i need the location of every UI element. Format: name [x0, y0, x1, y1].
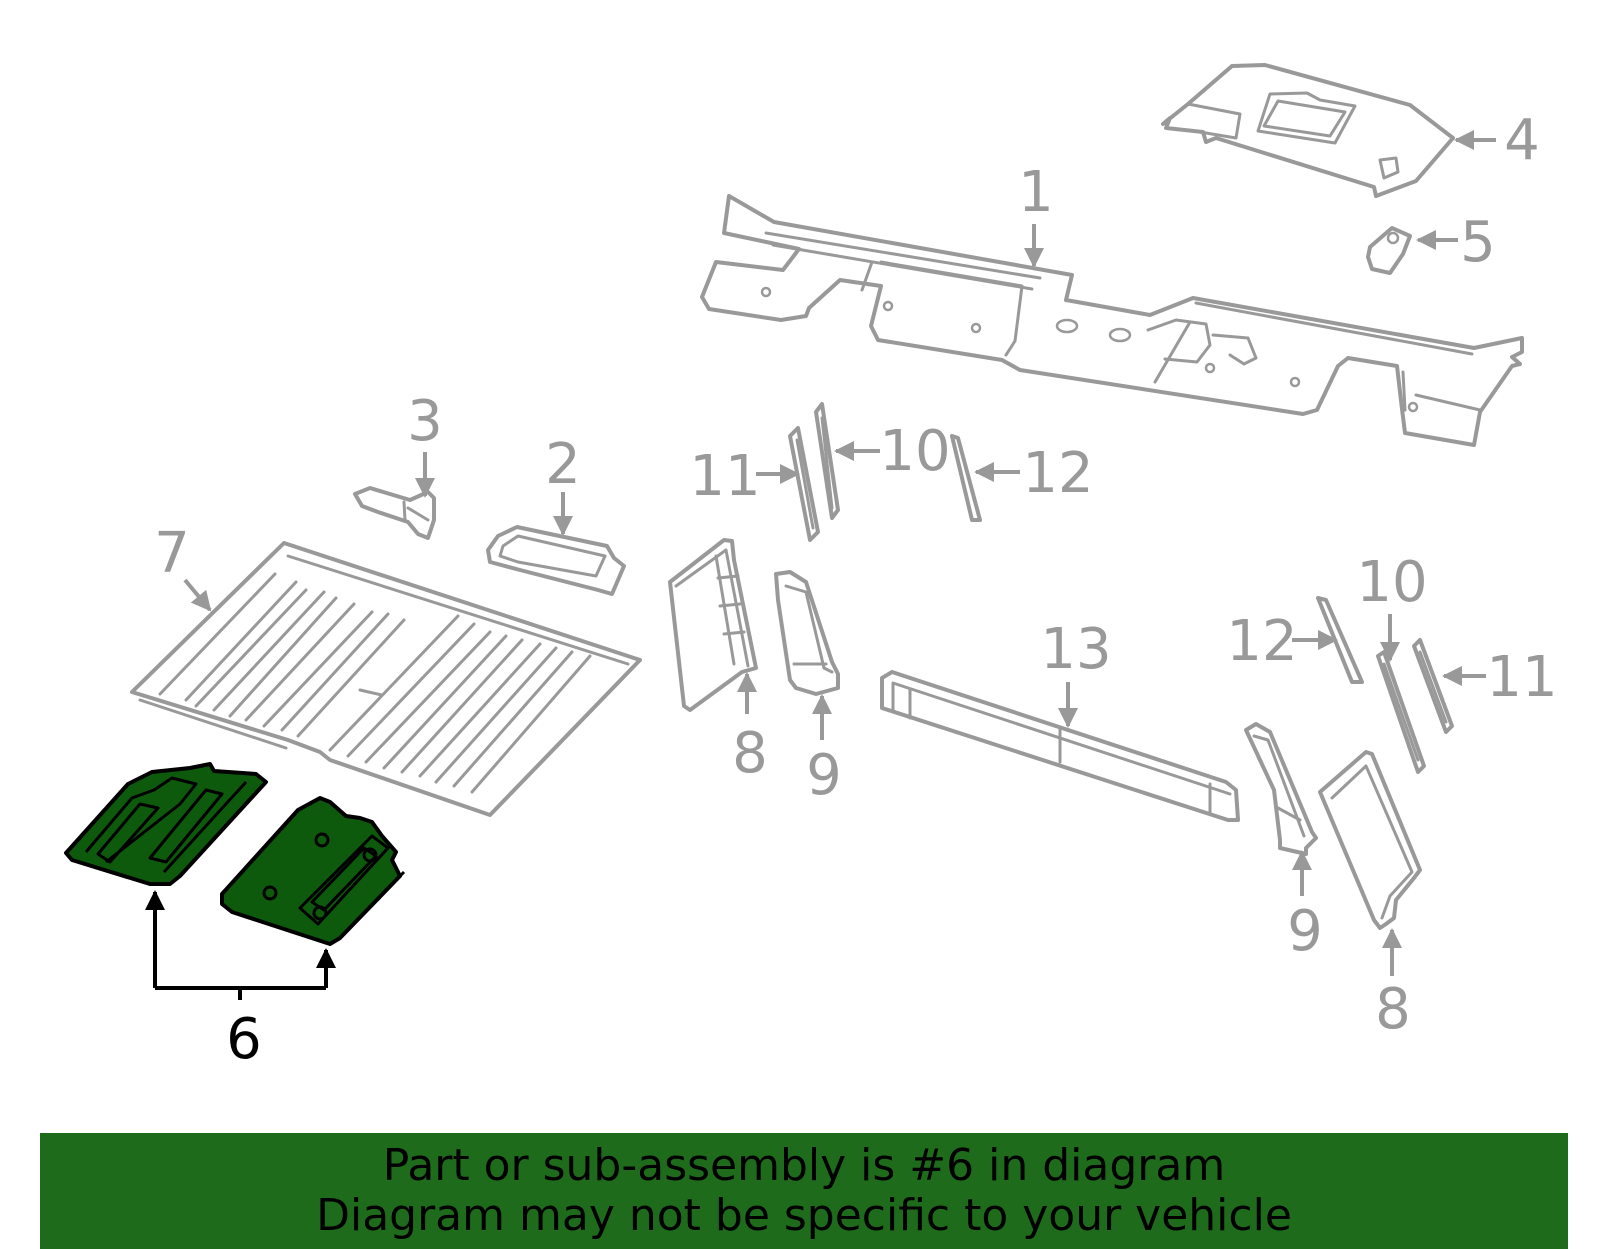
callout-8-right: 8 — [1375, 977, 1411, 1042]
part-13-sill[interactable] — [880, 670, 1240, 822]
callout-7: 7 — [154, 521, 190, 586]
part-2-bracket[interactable] — [486, 525, 626, 596]
callout-4: 4 — [1504, 108, 1540, 173]
part-10-left-strip[interactable] — [814, 402, 840, 520]
part-1-crossmember[interactable] — [700, 194, 1524, 447]
part-6-right-pan[interactable] — [220, 796, 406, 946]
part-12-left-strip[interactable] — [950, 434, 982, 522]
part-8-right-panel[interactable] — [1318, 750, 1422, 930]
part-9-right-brace[interactable] — [1244, 722, 1318, 856]
callout-11-right: 11 — [1486, 645, 1557, 710]
part-6-leader — [145, 890, 336, 1000]
callout-labels: 1 2 3 4 5 6 7 8 8 9 9 10 10 11 11 12 12 … — [154, 108, 1557, 1072]
callout-9-left: 9 — [806, 743, 842, 808]
part-10-right-strip[interactable] — [1376, 650, 1426, 774]
callout-10-left: 10 — [879, 419, 950, 484]
callout-3: 3 — [407, 389, 443, 454]
callout-13: 13 — [1040, 617, 1111, 682]
part-4-cover-panel[interactable] — [1161, 63, 1455, 198]
part-6-left-pan[interactable] — [64, 762, 268, 886]
part-12-right-strip[interactable] — [1316, 596, 1364, 684]
part-3-bracket[interactable] — [353, 486, 436, 540]
callout-5: 5 — [1460, 210, 1496, 275]
callout-9-right: 9 — [1287, 899, 1323, 964]
callout-11-left: 11 — [689, 444, 760, 509]
banner-line-2: Diagram may not be specific to your vehi… — [316, 1190, 1292, 1241]
callout-12-left: 12 — [1022, 441, 1093, 506]
part-8-left-panel[interactable] — [668, 538, 758, 712]
callout-8-left: 8 — [732, 721, 768, 786]
callout-10-right: 10 — [1356, 550, 1427, 615]
callout-6: 6 — [226, 1007, 262, 1072]
part-11-left-strip[interactable] — [788, 426, 820, 542]
part-5-clip[interactable] — [1366, 226, 1412, 275]
info-banner: Part or sub-assembly is #6 in diagram Di… — [40, 1133, 1568, 1249]
part-9-left-brace[interactable] — [774, 570, 840, 696]
callout-2: 2 — [545, 432, 581, 497]
callout-1: 1 — [1018, 160, 1054, 225]
part-7-bed-floor[interactable] — [130, 541, 642, 817]
banner-line-1: Part or sub-assembly is #6 in diagram — [382, 1140, 1226, 1191]
callout-12-right: 12 — [1226, 609, 1297, 674]
leader-lines — [183, 130, 1496, 976]
part-11-right-strip[interactable] — [1412, 638, 1454, 734]
